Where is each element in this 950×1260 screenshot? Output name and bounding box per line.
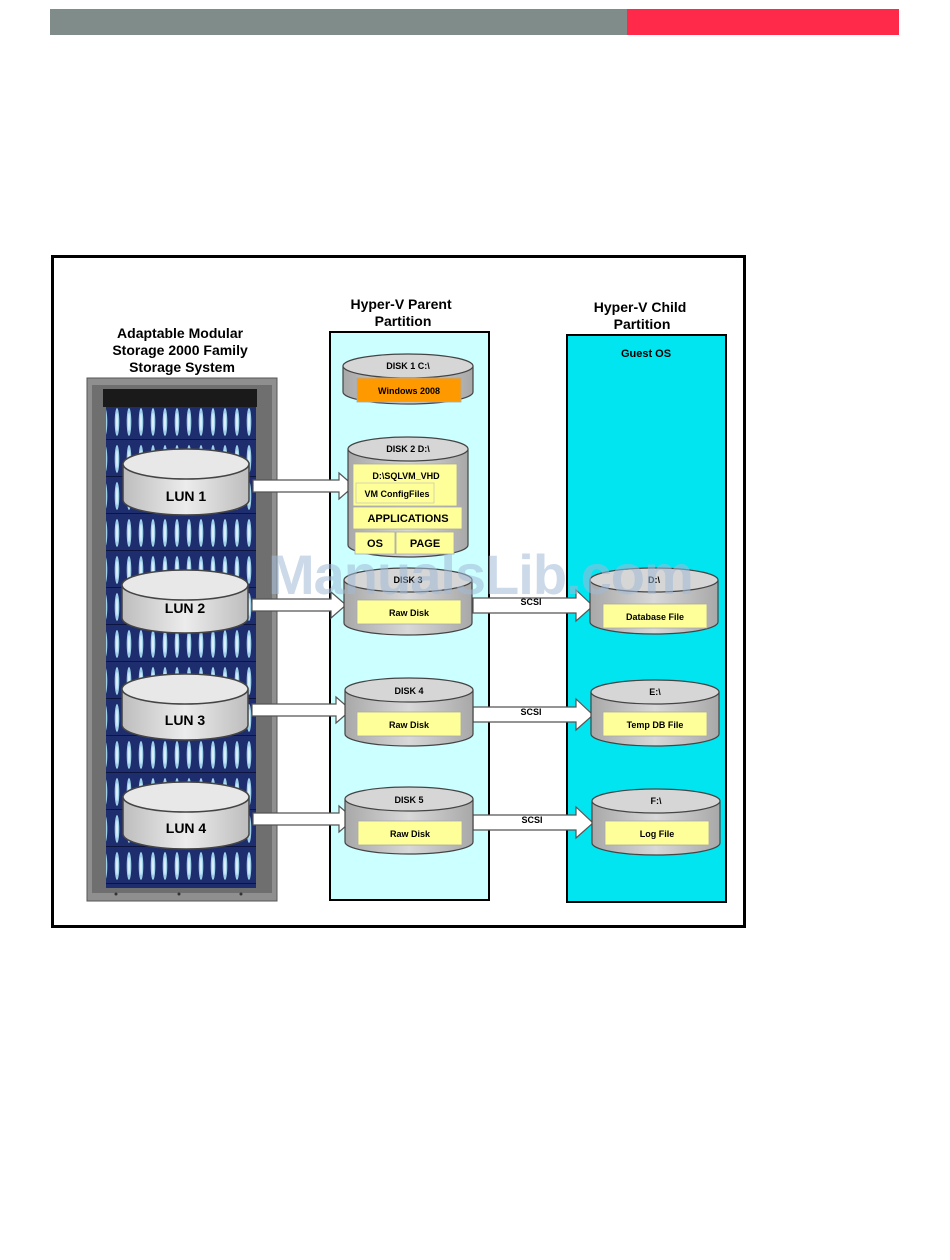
os-label: OS	[367, 538, 383, 550]
disk-title: D:\	[648, 575, 660, 585]
lun-label: LUN 1	[166, 488, 207, 504]
log-file-label: Log File	[640, 829, 675, 839]
windows-2008-label: Windows 2008	[378, 386, 440, 396]
lun3-arrow	[251, 695, 352, 725]
guest-os-label: Guest OS	[621, 348, 671, 360]
log-file-box	[604, 820, 710, 846]
scsi-arrow-3	[472, 805, 594, 840]
scsi-label: SCSI	[520, 707, 541, 717]
disk-title: DISK 1 C:\	[386, 361, 430, 371]
vm-config-label: VM ConfigFiles	[365, 489, 430, 499]
disk-title: DISK 2 D:\	[386, 444, 430, 454]
database-file-box	[602, 603, 708, 629]
disk-title: F:\	[651, 796, 662, 806]
parent-title-line: Partition	[375, 313, 432, 329]
parent-title: Hyper-V Parent Partition	[350, 296, 455, 329]
lun-2: LUN 2	[121, 569, 249, 634]
lun-label: LUN 2	[165, 600, 206, 616]
raw-disk-label: Raw Disk	[389, 720, 430, 730]
raw-disk-box	[356, 599, 462, 625]
child-disk-d: D:\ Database File	[589, 567, 719, 635]
temp-db-file-box	[602, 711, 708, 737]
windows-2008-box	[356, 377, 462, 403]
lun-1: LUN 1	[122, 448, 250, 516]
applications-label: APPLICATIONS	[367, 513, 448, 525]
lun1-arrow	[252, 471, 355, 501]
disk-2: DISK 2 D:\ D:\SQLVM_VHD VM ConfigFiles A…	[347, 436, 469, 558]
parent-title-line: Hyper-V Parent	[350, 296, 451, 312]
storage-title-line: Adaptable Modular	[117, 325, 244, 341]
scsi-arrow-2	[472, 697, 594, 732]
page-box	[395, 531, 455, 555]
disk-4: DISK 4 Raw Disk	[344, 677, 474, 747]
child-disk-f: F:\ Log File	[591, 788, 721, 856]
raw-disk-label: Raw Disk	[390, 829, 431, 839]
disk-1: DISK 1 C:\ Windows 2008	[342, 353, 474, 405]
lun2-arrow	[251, 590, 347, 620]
child-title-line: Partition	[614, 316, 671, 332]
disk-title: DISK 5	[394, 795, 423, 805]
child-title: Hyper-V Child Partition	[594, 299, 690, 332]
sqlvm-vhd-label: D:\SQLVM_VHD	[372, 471, 440, 481]
storage-title-line: Storage 2000 Family	[112, 342, 248, 358]
child-title-line: Hyper-V Child	[594, 299, 687, 315]
storage-title: Adaptable Modular Storage 2000 Family St…	[112, 325, 251, 375]
lun-label: LUN 3	[165, 712, 206, 728]
os-box	[354, 531, 396, 555]
disk-title: DISK 4	[394, 686, 423, 696]
temp-db-file-label: Temp DB File	[627, 720, 684, 730]
database-file-label: Database File	[626, 612, 684, 622]
lun-label: LUN 4	[166, 820, 207, 836]
page-label: PAGE	[410, 538, 440, 550]
disk-3: DISK 3 Raw Disk	[343, 567, 473, 636]
disk-title: E:\	[649, 687, 661, 697]
scsi-label: SCSI	[520, 597, 541, 607]
raw-disk-box	[356, 711, 462, 737]
header-bar-gray	[50, 9, 627, 35]
disk-title: DISK 3	[393, 575, 422, 585]
lun-3: LUN 3	[121, 673, 249, 741]
scsi-label: SCSI	[521, 815, 542, 825]
hyper-v-storage-diagram: Adaptable Modular Storage 2000 Family St…	[51, 255, 746, 928]
disk-5: DISK 5 Raw Disk	[344, 786, 474, 855]
storage-title-line: Storage System	[129, 359, 235, 375]
child-disk-e: E:\ Temp DB File	[590, 679, 720, 747]
scsi-arrow-1	[472, 588, 594, 623]
header-bar-red	[627, 9, 899, 35]
raw-disk-label: Raw Disk	[389, 608, 430, 618]
raw-disk-box	[357, 820, 463, 846]
applications-box	[352, 506, 463, 530]
lun-4: LUN 4	[122, 781, 250, 850]
